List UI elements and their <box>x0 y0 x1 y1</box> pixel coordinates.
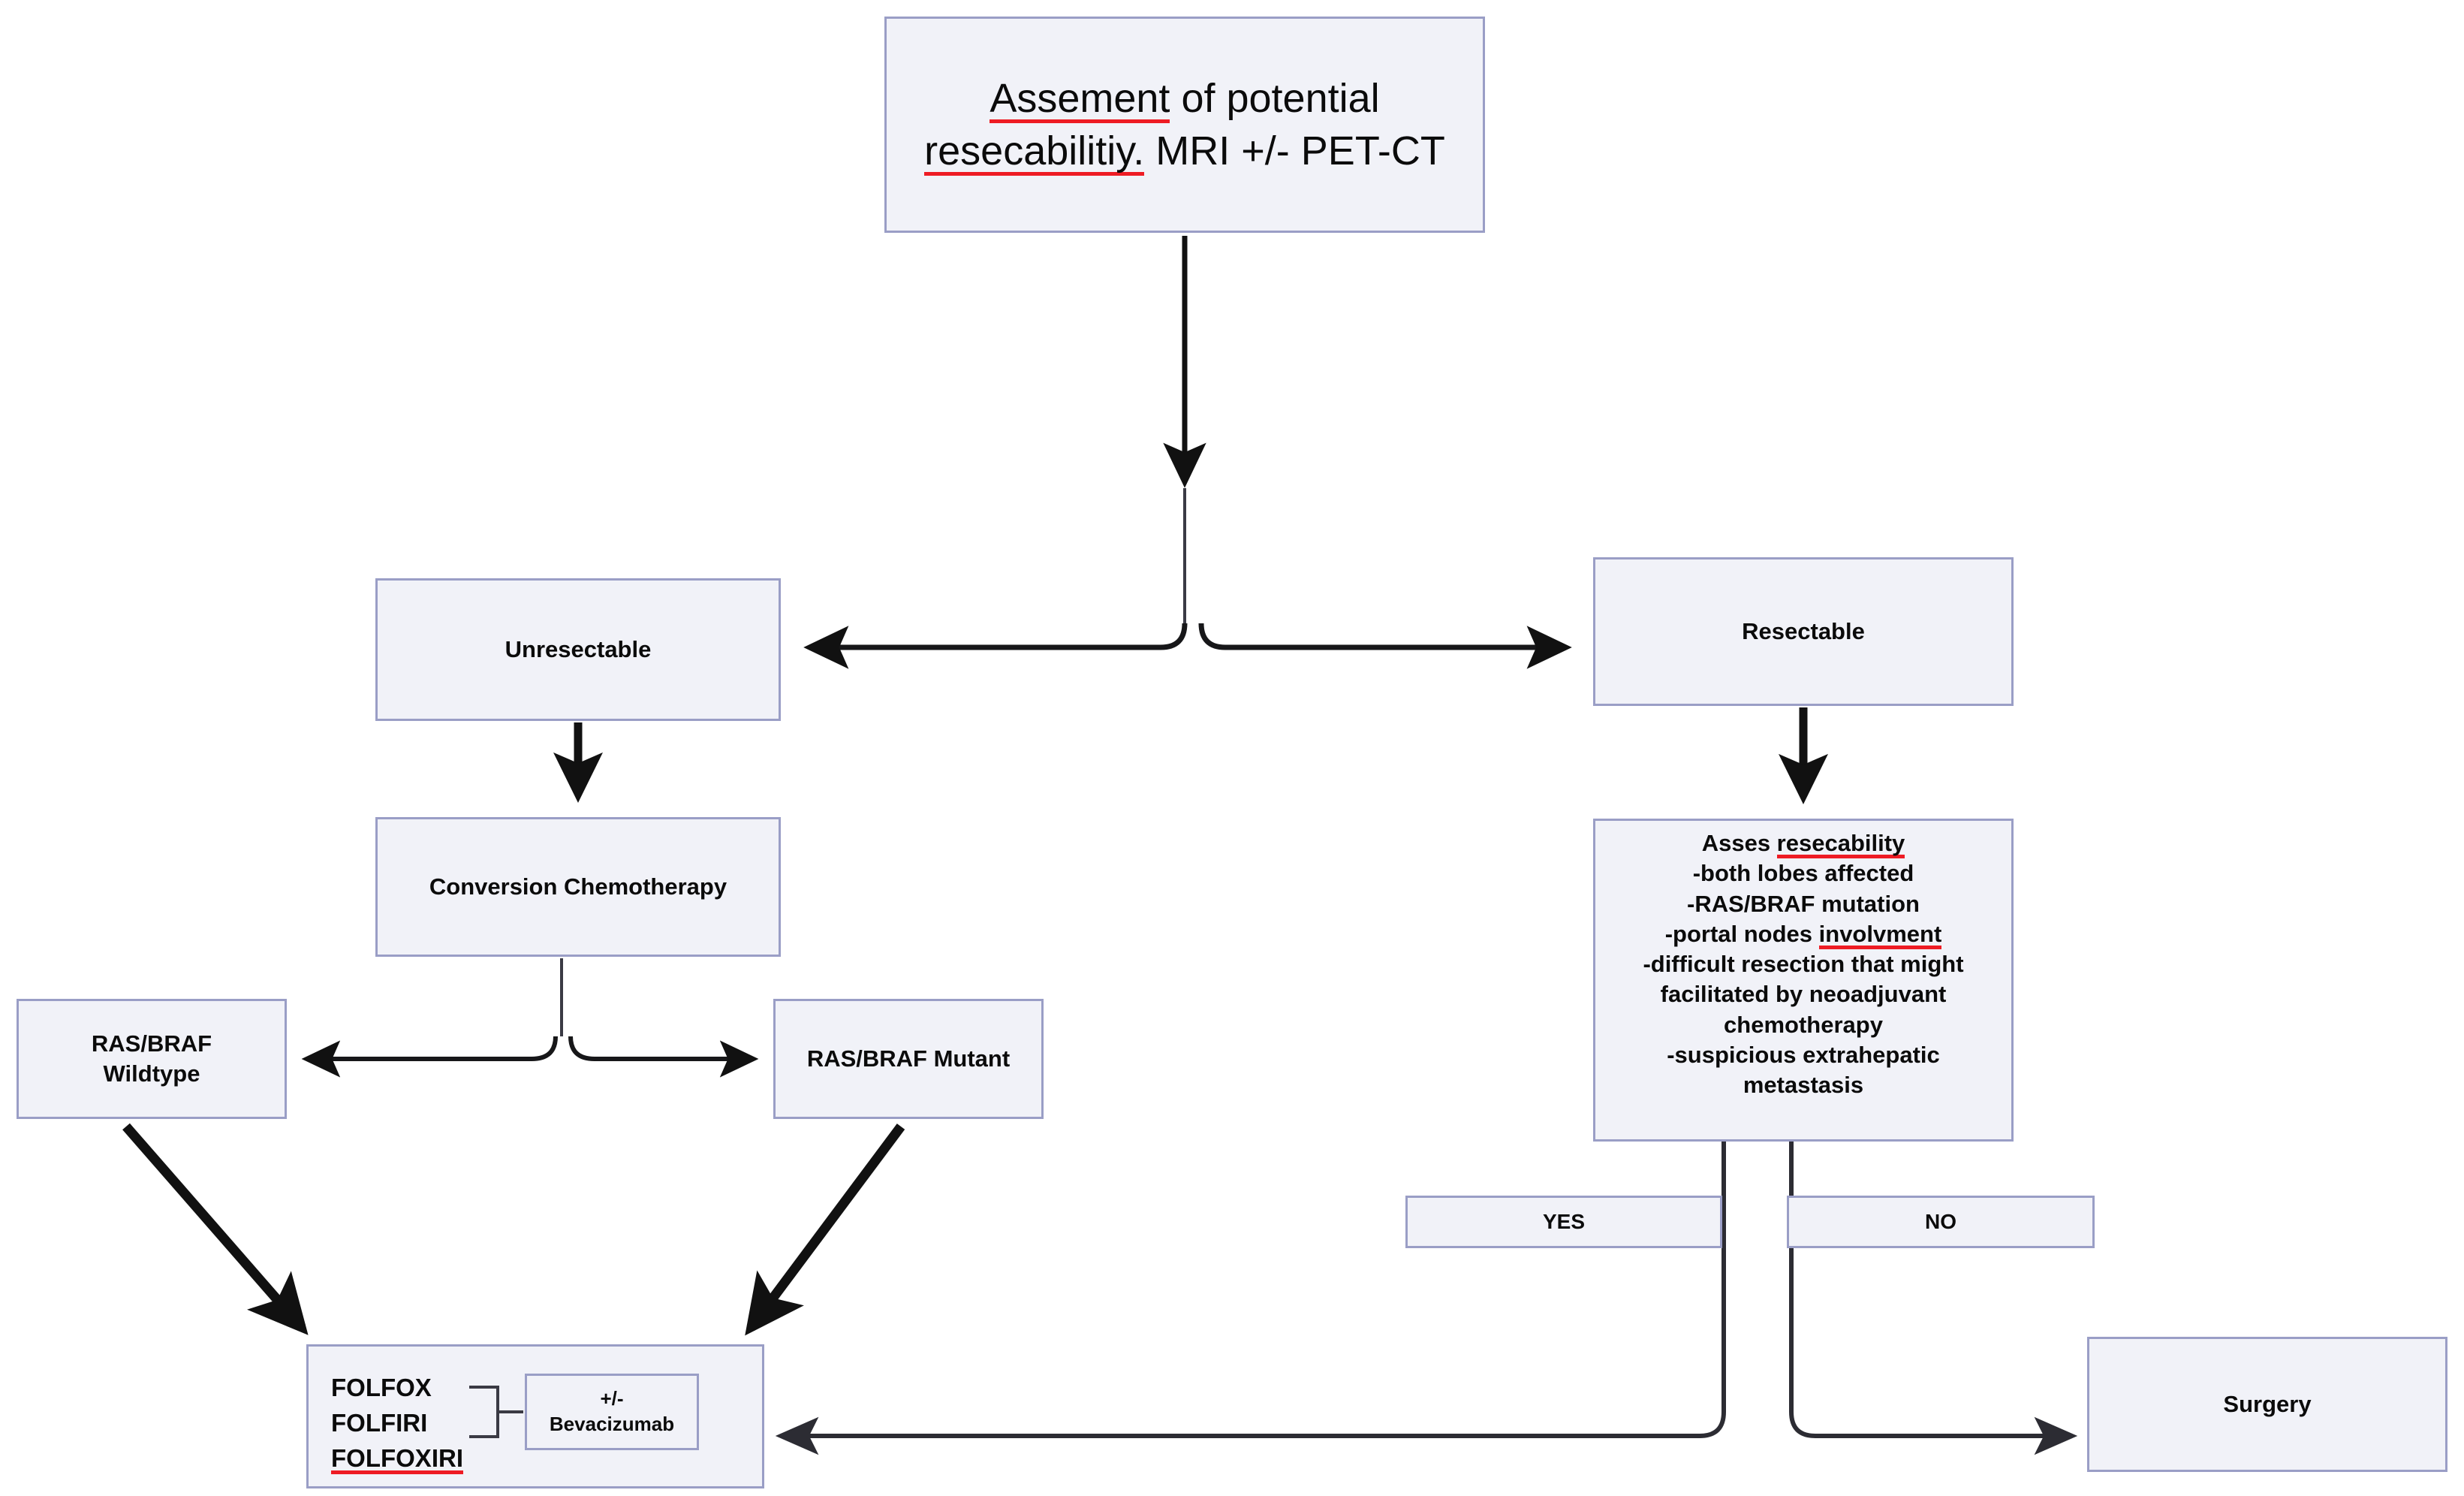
misspelled-assement: Assement <box>990 75 1170 123</box>
node-yes-label: YES <box>1542 1209 1586 1233</box>
misspelled-folfoxiri: FOLFOXIRI <box>331 1443 463 1474</box>
asses-bullet-facilitated: facilitated by neoadjuvant <box>1660 981 1947 1008</box>
node-chemotherapy-regimens[interactable]: FOLFOX FOLFIRI FOLFOXIRI +/- Bevacizumab <box>306 1344 764 1488</box>
node-unresectable-label: Unresectable <box>505 635 652 662</box>
node-unresectable[interactable]: Unresectable <box>375 578 781 721</box>
node-bevacizumab-text: +/- Bevacizumab <box>550 1386 674 1437</box>
asses-bullet-chemotherapy: chemotherapy <box>1724 1011 1883 1038</box>
edge-wildtype-to-chemo <box>122 1123 309 1335</box>
node-yes[interactable]: YES <box>1405 1196 1722 1248</box>
node-assessment-text: Assement of potential resecabilitiy. MRI… <box>924 72 1445 177</box>
misspelled-resecability: resecability <box>1776 830 1905 858</box>
node-conversion-label: Conversion Chemotherapy <box>429 873 727 900</box>
node-wildtype-line2: Wildtype <box>103 1060 200 1087</box>
node-bevacizumab[interactable]: +/- Bevacizumab <box>525 1374 699 1450</box>
node-asses-resecability[interactable]: Asses resecability -both lobes affected … <box>1593 819 2014 1142</box>
node-ras-braf-mutant[interactable]: RAS/BRAF Mutant <box>773 999 1044 1119</box>
bevacizumab-line1: +/- <box>600 1387 624 1410</box>
asses-bullet-mutation: -RAS/BRAF mutation <box>1687 890 1920 917</box>
asses-portal-prefix: -portal nodes <box>1664 920 1819 947</box>
chemo-regimen-list: FOLFOX FOLFIRI FOLFOXIRI <box>331 1371 463 1476</box>
asses-heading: Asses resecability <box>1600 828 2007 858</box>
asses-lines: Asses resecability -both lobes affected … <box>1600 828 2007 1101</box>
bevacizumab-line2: Bevacizumab <box>549 1413 675 1435</box>
node-assessment[interactable]: Assement of potential resecabilitiy. MRI… <box>884 17 1485 233</box>
node-surgery-label: Surgery <box>2223 1390 2312 1417</box>
misspelled-involvment: involvment <box>1818 920 1942 949</box>
node-resectable[interactable]: Resectable <box>1593 557 2014 706</box>
edge-asses-yes-to-chemo <box>775 1142 1726 1455</box>
node-wildtype-text: RAS/BRAF Wildtype <box>92 1029 212 1090</box>
edge-split-to-unresectable <box>803 623 1188 669</box>
edge-mutant-to-chemo <box>745 1124 905 1336</box>
misspelled-resecabilitiy: resecabilitiy. <box>924 128 1145 176</box>
node-conversion-chemotherapy[interactable]: Conversion Chemotherapy <box>375 817 781 957</box>
chemo-bracket-connector <box>469 1386 523 1438</box>
edge-split-to-resectable <box>1198 623 1572 669</box>
asses-heading-prefix: Asses <box>1701 830 1777 856</box>
asses-bullet-portal: -portal nodes involvment <box>1600 919 2007 949</box>
edge-asses-no-to-surgery <box>1789 1142 2078 1455</box>
node-surgery[interactable]: Surgery <box>2087 1337 2447 1472</box>
node-mutant-label: RAS/BRAF Mutant <box>806 1045 1011 1072</box>
node-ras-braf-wildtype[interactable]: RAS/BRAF Wildtype <box>17 999 287 1119</box>
edge-conversion-to-mutant <box>568 1036 759 1078</box>
node-no[interactable]: NO <box>1787 1196 2095 1248</box>
node-wildtype-line1: RAS/BRAF <box>91 1030 212 1057</box>
regimen-folfox: FOLFOX <box>331 1374 432 1401</box>
assessment-line1-rest: of potential <box>1170 75 1380 121</box>
regimen-folfoxiri: FOLFOXIRI <box>331 1441 463 1476</box>
node-no-label: NO <box>1925 1209 1956 1233</box>
asses-bullet-lobes: -both lobes affected <box>1692 860 1914 887</box>
node-resectable-label: Resectable <box>1742 617 1865 644</box>
assessment-line2-rest: MRI +/- PET-CT <box>1144 128 1445 173</box>
asses-bullet-suspicious: -suspicious extrahepatic <box>1667 1042 1940 1069</box>
asses-bullet-metastasis: metastasis <box>1743 1072 1864 1099</box>
regimen-folfiri: FOLFIRI <box>331 1408 428 1437</box>
edge-conversion-to-wildtype <box>301 1036 558 1078</box>
asses-bullet-difficult: -difficult resection that might <box>1643 951 1964 978</box>
